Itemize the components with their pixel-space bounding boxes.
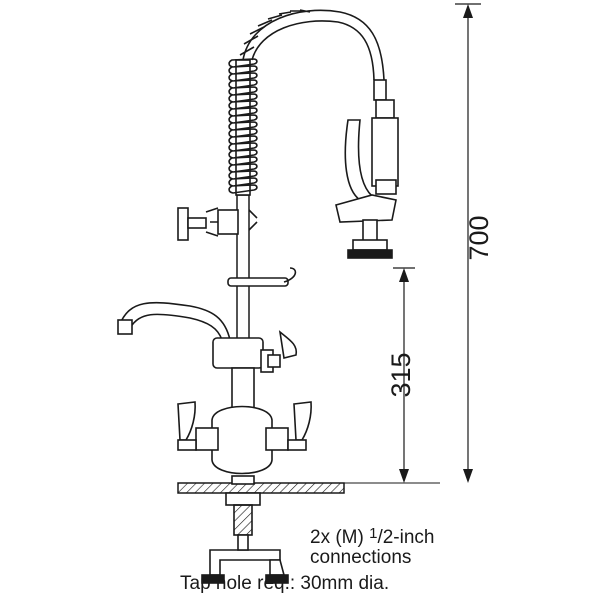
fraction-numerator: 1: [369, 525, 378, 542]
fraction-rest: /2-inch: [377, 527, 435, 548]
dimension-315: [393, 267, 415, 483]
wall-bracket: [177, 207, 258, 241]
swivel-spout: [117, 301, 298, 409]
flexible-hose: [239, 9, 385, 81]
connections-note: 2x (M) 1/2-inch: [310, 523, 434, 549]
connections-note-line2: connections: [310, 547, 411, 569]
spray-gun: [335, 79, 399, 259]
spring-coil: [228, 58, 258, 196]
under-bench-fittings: [201, 492, 289, 584]
mixer-body: [177, 401, 312, 485]
spout-clearance-label: 315: [386, 352, 416, 397]
hook-holder: [227, 267, 297, 287]
tap-hole-note: Tap hole req.: 30mm dia.: [180, 573, 389, 595]
overall-height-label: 700: [464, 215, 494, 260]
benchtop: [177, 482, 440, 494]
dimension-700: [455, 3, 481, 483]
tap-hole-label: Tap hole req.: 30mm dia.: [180, 573, 390, 594]
connections-label: connections: [310, 547, 412, 568]
connections-prefix: 2x (M): [310, 527, 370, 548]
riser-column: [236, 194, 250, 346]
